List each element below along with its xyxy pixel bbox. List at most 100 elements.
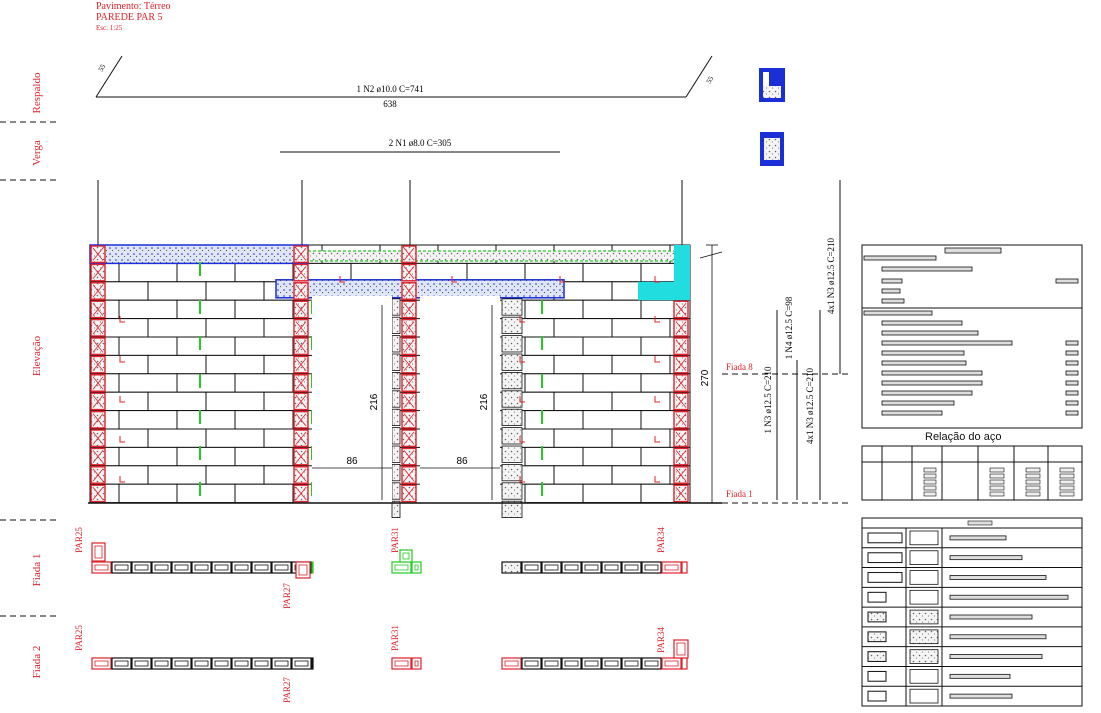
legend-bar-glyph xyxy=(949,575,1047,580)
wall-block xyxy=(147,354,207,375)
wall-block xyxy=(118,446,178,467)
verga-section-icon xyxy=(760,132,784,166)
wall-block xyxy=(118,262,178,283)
legend-bar-glyph xyxy=(949,555,1023,561)
grout-column-par31-x xyxy=(403,247,415,261)
grout-column-par34-x xyxy=(675,413,687,427)
plan-labels: PAR25 PAR27 PAR31 PAR34 PAR25 PAR27 PAR3… xyxy=(74,527,666,703)
wall-block xyxy=(147,428,207,448)
plan-block-inner xyxy=(214,660,229,667)
grout-column-par27-x xyxy=(295,486,307,500)
bar-glyph xyxy=(881,288,901,294)
bar-glyph xyxy=(1065,380,1079,386)
grout-column-left-x xyxy=(92,302,104,316)
wall-block xyxy=(611,428,671,448)
summary-cell-glyph xyxy=(1025,479,1041,485)
grout-column-par31-x xyxy=(403,266,415,280)
plan-block-inner xyxy=(194,660,209,667)
hook-right-label: 55 xyxy=(705,75,716,85)
plan-block xyxy=(541,561,562,574)
steel-table xyxy=(861,244,1083,429)
summary-cell-glyph xyxy=(989,491,1005,497)
plan-block-inner xyxy=(234,660,249,667)
plan-block-inner xyxy=(294,660,309,667)
plan-block-inner xyxy=(584,660,599,667)
jamb-mid xyxy=(391,371,401,390)
legend-block-icon xyxy=(867,670,887,682)
summary-cell-glyph xyxy=(923,467,937,473)
plan-block-inner xyxy=(644,564,659,571)
legend-block-icon xyxy=(867,532,903,544)
wall-block xyxy=(466,262,526,283)
legend-block-icon xyxy=(867,591,887,603)
f2-par31: PAR31 xyxy=(390,625,400,651)
wall-block xyxy=(205,354,265,375)
bar-glyph xyxy=(881,350,965,356)
grout-column-par27-x xyxy=(295,321,307,335)
jamb-mid xyxy=(391,445,401,463)
grout-column-par34-x xyxy=(675,394,687,408)
plan-block-inner xyxy=(664,660,679,667)
summary-cell-glyph xyxy=(1059,485,1075,491)
legend-section-icon xyxy=(909,629,939,645)
plan-block xyxy=(231,657,252,670)
wall-block xyxy=(582,446,642,467)
wall-block xyxy=(205,281,265,301)
red-hook xyxy=(119,356,125,363)
grout-column-par31-x xyxy=(403,302,415,316)
bond-beam-left xyxy=(89,244,309,265)
grout-column-par34-x xyxy=(675,302,687,316)
grout-column-par27-x xyxy=(295,266,307,280)
f2-par27: PAR27 xyxy=(282,677,292,703)
legend-block-icon xyxy=(867,651,887,662)
grout-column-left-x xyxy=(92,394,104,408)
bar-glyph xyxy=(1065,370,1079,376)
plan-block xyxy=(211,561,232,574)
plan-block xyxy=(311,657,314,670)
summary-cell-glyph xyxy=(923,485,937,491)
summary-cell-glyph xyxy=(989,485,1005,491)
plan-block-inner xyxy=(254,564,269,571)
grout-column-left-x xyxy=(92,450,104,464)
grout-column-par34-x xyxy=(675,450,687,464)
wall-title: PAREDE PAR 5 xyxy=(96,12,163,23)
plan-block xyxy=(661,561,682,574)
level-fiada8: Fiada 8 xyxy=(726,362,753,372)
bar-glyph xyxy=(881,380,983,386)
grout-column-par27-x xyxy=(295,339,307,353)
summary-cell-glyph xyxy=(1059,473,1075,479)
summary-cell-glyph xyxy=(989,473,1005,479)
level-fiada1: Fiada 1 xyxy=(726,489,753,499)
grout-column-par34-x xyxy=(675,339,687,353)
floor-label: Pavimento: Térreo xyxy=(96,1,171,12)
jamb-right xyxy=(501,353,523,371)
opening-dimensions xyxy=(312,305,500,500)
wall-block xyxy=(205,318,265,338)
plan-block xyxy=(171,657,192,670)
summary-cell-glyph xyxy=(989,467,1005,473)
legend-section-icon xyxy=(909,570,939,585)
summary-cell-glyph xyxy=(1059,491,1075,497)
grout-column-par31-x xyxy=(403,431,415,445)
grout-column-par27-x xyxy=(295,431,307,445)
legend-section-icon xyxy=(909,609,939,625)
plan-block xyxy=(131,561,152,574)
door-openings xyxy=(312,295,500,503)
wall-elevation xyxy=(89,244,691,519)
summary-cell-glyph xyxy=(1059,467,1075,473)
jamb-right xyxy=(501,390,523,408)
f1-par27: PAR27 xyxy=(282,583,292,609)
legend-bar-glyph xyxy=(949,693,1013,699)
plan-block-inner xyxy=(154,564,169,571)
grout-column-par34-x xyxy=(675,486,687,500)
legend-block-icon xyxy=(867,631,887,643)
top-bar-label: 1 N2 ø10.0 C=741 xyxy=(356,84,423,94)
respaldo-section-icon xyxy=(759,68,785,102)
plan-block xyxy=(501,561,522,574)
wall-block xyxy=(611,318,671,338)
plan-block xyxy=(521,561,542,574)
jamb-mid xyxy=(391,482,401,500)
plan-block xyxy=(191,561,212,574)
section-dividers xyxy=(0,121,58,617)
wall-block xyxy=(582,410,642,430)
